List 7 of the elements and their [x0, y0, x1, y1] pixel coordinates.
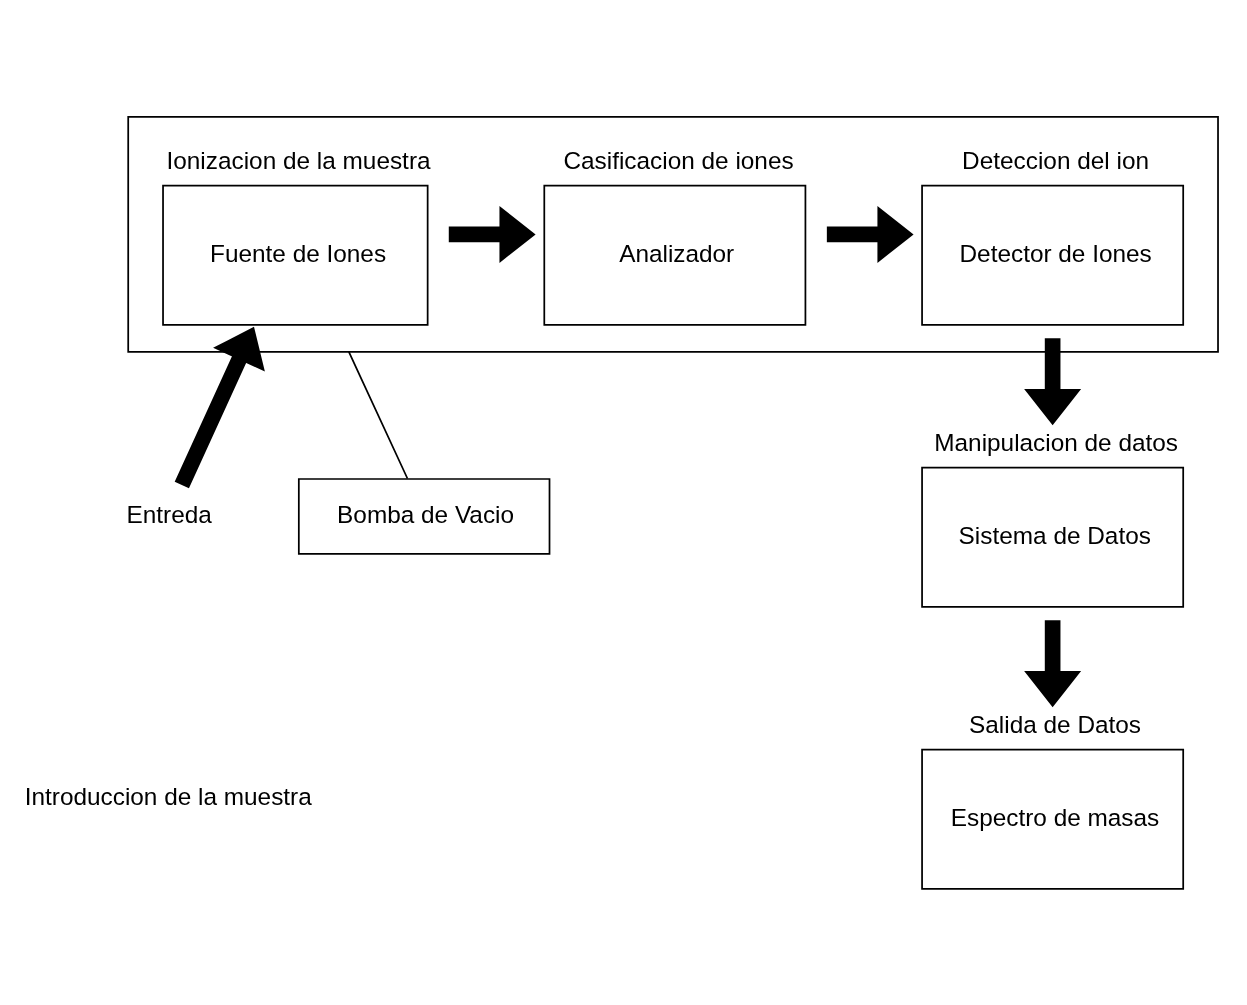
node-label: Salida de Datos	[969, 710, 1142, 738]
node-label: Manipulacion de datos	[934, 428, 1179, 456]
node-label: Ionizacion de la muestra	[166, 146, 431, 174]
node-label: Casificacion de iones	[563, 146, 794, 174]
label: Introduccion de la muestra	[24, 782, 312, 810]
node-label: Deteccion del ion	[962, 146, 1149, 174]
node-text: Entreda	[126, 500, 212, 528]
